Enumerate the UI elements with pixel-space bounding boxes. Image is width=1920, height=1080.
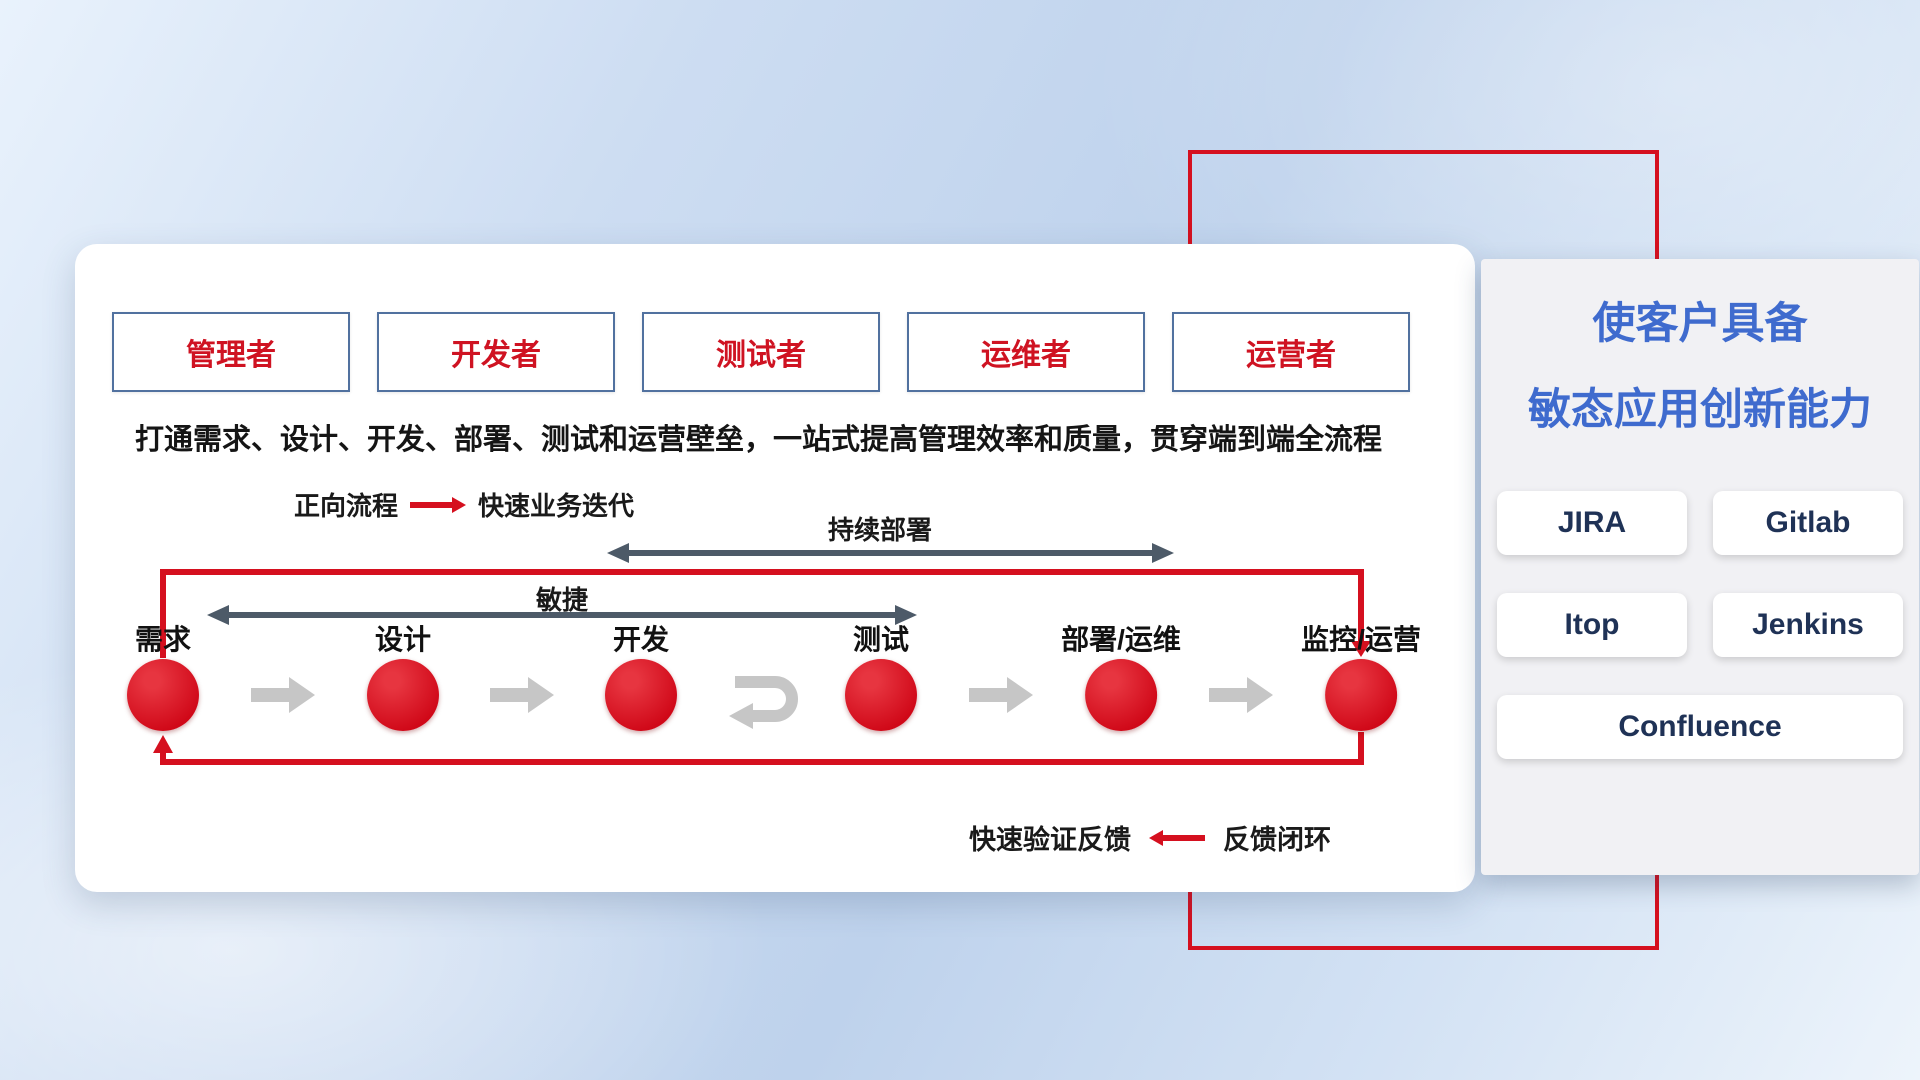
tool-box-jira: JIRA xyxy=(1497,491,1687,555)
forward-arrow-icon xyxy=(410,496,467,513)
feedback-arrow-icon xyxy=(1149,829,1205,846)
flow-step-design: 设计 xyxy=(367,624,439,731)
tool-box-itop: Itop xyxy=(1497,593,1687,657)
role-box-operator: 运营者 xyxy=(1172,312,1410,392)
forward-legend-label: 正向流程 xyxy=(294,491,399,521)
panel-title: 使客户具备 敏态应用创新能力 xyxy=(1481,299,1919,436)
forward-legend-desc: 快速业务迭代 xyxy=(478,491,635,521)
panel-title-line1: 使客户具备 xyxy=(1592,300,1808,348)
flow-step-develop: 开发 xyxy=(605,624,677,731)
step-circle-icon xyxy=(1085,659,1157,731)
forward-legend: 正向流程 快速业务迭代 xyxy=(294,486,634,523)
feedback-loop-arrow xyxy=(153,732,1364,765)
feedback-legend-desc: 快速验证反馈 xyxy=(969,825,1131,855)
agile-range-arrow-icon xyxy=(207,605,917,625)
role-label: 测试者 xyxy=(716,339,806,372)
devops-flow-card: 管理者 开发者 测试者 运维者 运营者 打通需求、设计、开发、部署、测试和运营壁… xyxy=(75,244,1475,892)
role-label: 运维者 xyxy=(981,339,1071,372)
panel-title-line2: 敏态应用创新能力 xyxy=(1528,385,1872,434)
feedback-legend: 快速验证反馈 反馈闭环 xyxy=(969,818,1331,857)
flow-step-deploy-ops: 部署/运维 xyxy=(1061,624,1181,731)
step-label: 测试 xyxy=(852,624,909,655)
flow-step-test: 测试 xyxy=(845,624,917,731)
role-label: 开发者 xyxy=(451,339,541,372)
flow-step-arrow-icons xyxy=(251,677,1273,713)
tool-box-gitlab: Gitlab xyxy=(1713,491,1903,555)
flow-diagram-arrows xyxy=(153,543,1371,765)
role-label: 管理者 xyxy=(186,339,276,372)
headline-text: 打通需求、设计、开发、部署、测试和运营壁垒，一站式提高管理效率和质量，贯穿端到端… xyxy=(135,424,1383,456)
continuous-deploy-range-arrow-icon xyxy=(607,543,1174,563)
agile-label: 敏捷 xyxy=(535,585,589,615)
role-box-ops: 运维者 xyxy=(907,312,1145,392)
cd-label: 持续部署 xyxy=(827,515,933,545)
step-circle-icon xyxy=(605,659,677,731)
tool-box-jenkins: Jenkins xyxy=(1713,593,1903,657)
flow-step-requirements: 需求 xyxy=(127,624,199,731)
role-box-manager: 管理者 xyxy=(112,312,350,392)
capability-panel: 使客户具备 敏态应用创新能力 JIRA Gitlab Itop Jenkins … xyxy=(1481,259,1919,875)
step-circle-icon xyxy=(127,659,199,731)
step-label: 需求 xyxy=(134,624,191,655)
tools-grid: JIRA Gitlab Itop Jenkins Confluence xyxy=(1497,491,1903,759)
step-label: 设计 xyxy=(374,624,431,655)
role-box-developer: 开发者 xyxy=(377,312,615,392)
flow-step-monitor-operate: 监控/运营 xyxy=(1301,624,1421,731)
iterate-loop-icon xyxy=(729,676,798,729)
step-label: 监控/运营 xyxy=(1301,624,1421,655)
step-circle-icon xyxy=(845,659,917,731)
forward-loop-arrow xyxy=(160,569,1371,658)
step-label: 部署/运维 xyxy=(1061,624,1181,655)
step-circle-icon xyxy=(1325,659,1397,731)
role-label: 运营者 xyxy=(1246,339,1336,372)
feedback-legend-label: 反馈闭环 xyxy=(1223,825,1331,855)
tool-box-confluence: Confluence xyxy=(1497,695,1903,759)
roles-row: 管理者 开发者 测试者 运维者 运营者 xyxy=(112,312,1410,392)
step-circle-icon xyxy=(367,659,439,731)
role-box-tester: 测试者 xyxy=(642,312,880,392)
step-label: 开发 xyxy=(612,624,669,655)
